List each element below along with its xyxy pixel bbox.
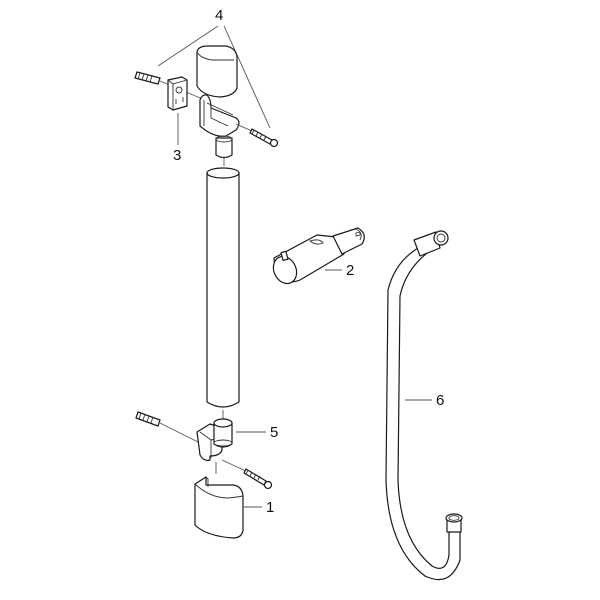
upper-wall-bracket-icon: [199, 94, 240, 159]
callout-4-leaders: [157, 25, 271, 129]
wall-plug-bottom-icon: [135, 411, 201, 444]
callout-2-label: 2: [346, 262, 355, 279]
screw-bottom-icon: [221, 459, 273, 490]
screw-top-icon: [235, 123, 279, 148]
wall-mount-plate-icon: [167, 76, 188, 145]
callout-3-label: 3: [173, 147, 182, 164]
lower-wall-bracket-icon: [196, 418, 266, 474]
upper-cover-cap-icon: [196, 45, 238, 98]
callout-5-label: 5: [270, 424, 279, 441]
vertical-rail-icon: [206, 158, 240, 422]
callout-6-label: 6: [436, 392, 445, 409]
callout-4-label: 4: [215, 7, 224, 24]
lower-cover-cap-icon: [194, 476, 262, 539]
callout-1-label: 1: [266, 499, 275, 516]
shower-hose-icon: [385, 230, 463, 581]
slider-holder-icon: [272, 227, 365, 285]
